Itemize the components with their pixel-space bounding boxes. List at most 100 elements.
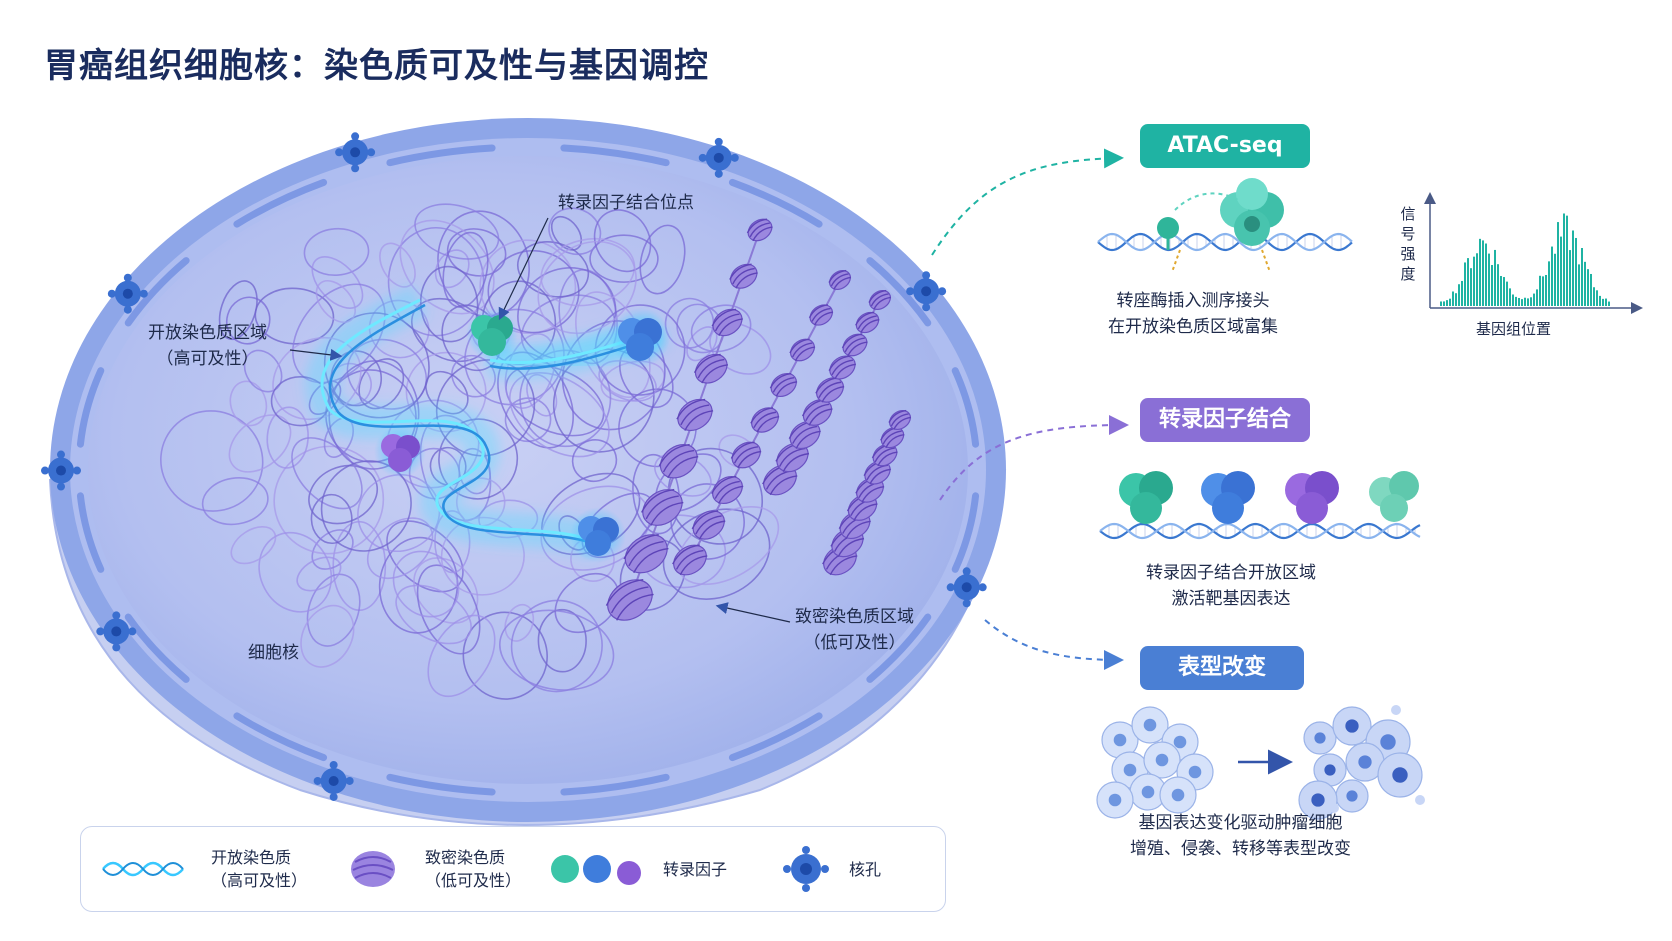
signal-bar: [1506, 281, 1508, 306]
chromatin-loop: [589, 234, 659, 283]
signal-bar: [1470, 268, 1472, 306]
signal-bar: [1536, 289, 1538, 306]
atac-chart-ylabel: 信号强度: [1400, 205, 1416, 283]
signal-bar: [1479, 238, 1481, 306]
nuclear-pore: [946, 567, 987, 608]
signal-bar: [1512, 294, 1514, 306]
legend-open-label: 开放染色质: [211, 848, 292, 867]
arrow-to-phenotype: [984, 619, 1124, 670]
signal-bar: [1608, 301, 1610, 306]
legend-compact-sublabel: （低可及性）: [425, 871, 522, 890]
chromatin-loop: [438, 418, 519, 500]
arrow-to-atac: [931, 148, 1124, 256]
helix-strand: [1097, 232, 1353, 252]
chromatin-loop: [416, 564, 481, 655]
signal-bar: [1503, 277, 1505, 306]
nucleosome: [623, 533, 669, 574]
legend-pore-label: 核孔: [849, 859, 882, 879]
helix-strand: [1099, 522, 1421, 540]
envelope-segment: [76, 492, 105, 573]
chromatin-loop: [442, 231, 489, 308]
nucleosome: [769, 372, 798, 398]
chromatin-loop: [487, 249, 580, 334]
cell-fragment: [1415, 795, 1425, 805]
nucleosome: [808, 304, 834, 326]
envelope-segment: [233, 712, 328, 762]
chromatin-loop: [378, 536, 459, 634]
chromatin-loop: [218, 280, 258, 341]
tf-teal-panel: [1119, 471, 1173, 524]
transposase-large: [1220, 178, 1284, 246]
chromatin-loop: [510, 599, 603, 693]
cell-nucleus: [1123, 763, 1137, 777]
tf-teal-nucleus: [466, 308, 518, 360]
chromatin-loop: [160, 410, 264, 512]
signal-bar: [1473, 256, 1475, 306]
atac-chart-xlabel: 基因组位置: [1476, 320, 1552, 338]
chromatin-loop: [632, 453, 681, 535]
nuclear-pore: [107, 273, 148, 314]
tf-blue-nucleus-bottom: [570, 507, 626, 563]
chromatin-loop: [303, 227, 370, 276]
cell-nucleus: [1346, 790, 1358, 802]
envelope-segment: [386, 144, 496, 167]
chromatin-loop: [395, 584, 472, 645]
nucleosome: [789, 338, 816, 362]
chromatin-loop: [291, 437, 363, 510]
signal-bar: [1599, 295, 1601, 306]
nucleosome: [750, 407, 780, 433]
signal-bar: [1521, 299, 1523, 306]
chromatin-loop: [499, 609, 615, 691]
cell-nucleus: [1380, 734, 1396, 750]
chromatin-loop: [230, 525, 277, 565]
chromatin-loop: [690, 304, 752, 353]
nucleosome: [711, 308, 743, 337]
chromatin-loop: [366, 517, 434, 580]
chromatin-loop: [664, 297, 715, 349]
signal-bar: [1581, 248, 1583, 306]
chromatin-loop: [379, 242, 416, 288]
atac-signal-chart: [1424, 192, 1643, 314]
chromatin-loop: [509, 371, 610, 458]
envelope-segment: [124, 257, 190, 327]
signal-bar: [1572, 230, 1574, 306]
legend: 开放染色质 （高可及性） 致密染色质 （低可及性） 转录因子: [80, 826, 946, 912]
signal-bar: [1488, 253, 1490, 306]
signal-bar: [1533, 293, 1535, 306]
cell-nucleus: [1358, 755, 1372, 769]
envelope-segment: [560, 773, 670, 796]
helix-strand: [1099, 522, 1421, 540]
chromatin-loop: [446, 228, 507, 277]
legend-nuclear-pore-icon: [783, 846, 829, 892]
legend-open-chromatin-icon: [102, 861, 184, 877]
nucleus: [48, 118, 1007, 826]
nuclear-pore: [698, 137, 739, 178]
signal-bar: [1485, 243, 1487, 306]
dna-strand-b: [328, 303, 605, 551]
signal-bar: [1560, 236, 1562, 306]
envelope-segment: [386, 773, 496, 796]
signal-bar: [1524, 297, 1526, 306]
cell-nucleus: [1108, 793, 1122, 807]
signal-bar: [1494, 249, 1496, 306]
atac-signal-bars: [1440, 213, 1610, 306]
chromatin-loop: [537, 240, 637, 335]
chromatin-loop: [554, 572, 620, 634]
signal-bar: [1461, 280, 1463, 306]
cell-nucleus: [1141, 785, 1155, 799]
chromatin-loop: [550, 215, 583, 251]
nuclear-pore: [335, 132, 376, 173]
signal-bar: [1452, 291, 1454, 306]
nucleosome: [676, 398, 714, 432]
helix-strand: [1097, 232, 1353, 252]
chromatin-loop: [434, 249, 470, 289]
signal-bar: [1446, 300, 1448, 306]
cell-nucleus: [1324, 764, 1336, 776]
tf-binding-illustration: [1099, 471, 1421, 540]
pointer-lines: [289, 217, 791, 623]
signal-bar: [1593, 287, 1595, 306]
nucleosome: [641, 488, 684, 526]
envelope-segment: [728, 178, 823, 228]
tf-purple-panel: [1285, 471, 1339, 524]
tf-panel-title: 转录因子结合: [1140, 398, 1310, 442]
